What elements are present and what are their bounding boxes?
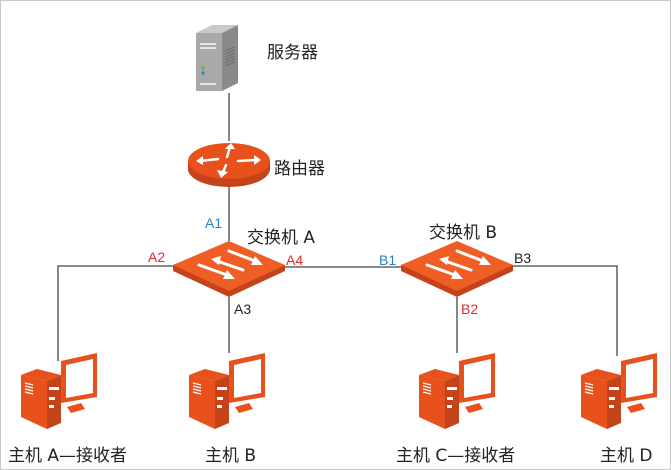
port-a1: A1	[205, 215, 223, 231]
port-b2: B2	[461, 301, 479, 317]
port-a4: A4	[286, 252, 304, 268]
router-node[interactable]	[186, 141, 272, 193]
switch-b-icon	[401, 241, 513, 297]
port-a2: A2	[148, 249, 166, 265]
host-a-label: 主机 A—接收者	[8, 446, 128, 466]
router-icon	[188, 143, 270, 187]
port-a3: A3	[234, 301, 252, 317]
host-d-node[interactable]	[581, 353, 661, 433]
host-a-node[interactable]	[21, 353, 101, 433]
host-b-node[interactable]	[189, 353, 269, 433]
host-d-label: 主机 D	[600, 446, 653, 466]
port-b1: B1	[379, 252, 397, 268]
switch-a-icon	[173, 241, 285, 297]
server-icon	[196, 25, 238, 91]
switch-b-label: 交换机 B	[429, 223, 498, 243]
link-switch-b-host-d	[513, 265, 618, 356]
computer-icon	[189, 353, 265, 429]
link-switch-a-host-a	[57, 265, 173, 361]
port-b3: B3	[514, 250, 532, 266]
host-b-label: 主机 B	[205, 446, 257, 466]
router-label: 路由器	[274, 159, 325, 179]
computer-icon	[419, 353, 495, 429]
host-c-label: 主机 C—接收者	[396, 446, 516, 466]
switch-a-label: 交换机 A	[247, 228, 316, 248]
computer-icon	[581, 353, 657, 429]
server-label: 服务器	[267, 43, 318, 63]
host-c-node[interactable]	[419, 353, 499, 433]
computer-icon	[21, 353, 97, 429]
switch-b-node[interactable]	[401, 239, 515, 303]
server-node[interactable]	[194, 23, 240, 97]
switch-a-node[interactable]	[173, 239, 287, 303]
